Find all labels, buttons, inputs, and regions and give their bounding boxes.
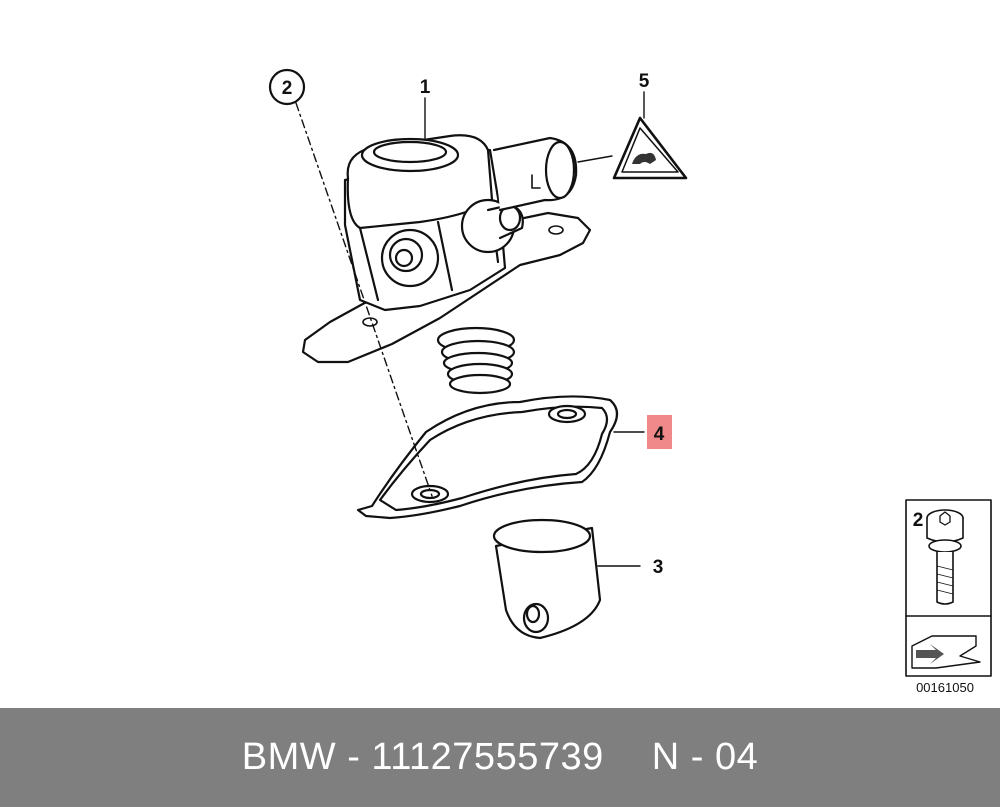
- part-number-text: BMW - 11127555739: [241, 736, 604, 778]
- callout-1: 1: [420, 77, 431, 98]
- footer-bar: BMW - 11127555739 N - 04: [0, 708, 1000, 807]
- pump-spring: [436, 326, 520, 395]
- callout-4-highlight: [647, 415, 672, 449]
- bolt-icon: [926, 509, 964, 605]
- leader-lines: [295, 91, 645, 567]
- warning-triangle: [612, 116, 688, 180]
- arrow-symbol-icon: [911, 635, 981, 669]
- callout-4: 4: [654, 424, 665, 445]
- parts-diagram: 1 2 3 4 5 2 00161050: [268, 68, 992, 695]
- diagram-code: 00161050: [916, 680, 974, 695]
- callout-3: 3: [653, 557, 664, 578]
- roller-tappet: [492, 518, 602, 640]
- inset-box: [905, 499, 992, 677]
- callout-2-circle: [268, 68, 306, 106]
- position-text: N - 04: [651, 736, 759, 778]
- pump-body: [343, 134, 578, 312]
- callout-5: 5: [639, 71, 650, 92]
- gasket: [356, 395, 619, 520]
- callout-2: 2: [282, 78, 293, 99]
- inset-callout-2: 2: [913, 510, 924, 531]
